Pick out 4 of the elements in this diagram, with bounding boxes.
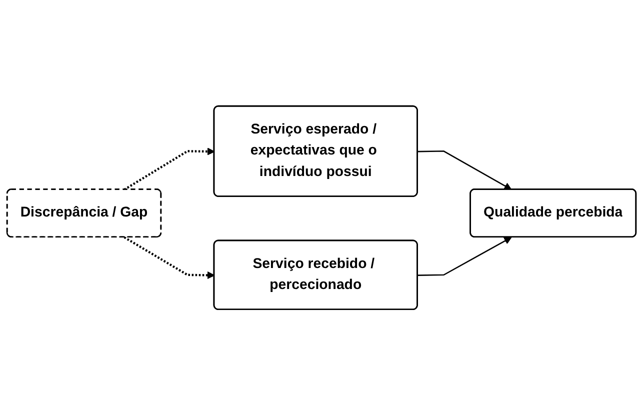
arrow	[418, 150, 512, 190]
arrow	[124, 148, 215, 191]
arrow	[124, 236, 215, 280]
arrow	[418, 237, 512, 276]
